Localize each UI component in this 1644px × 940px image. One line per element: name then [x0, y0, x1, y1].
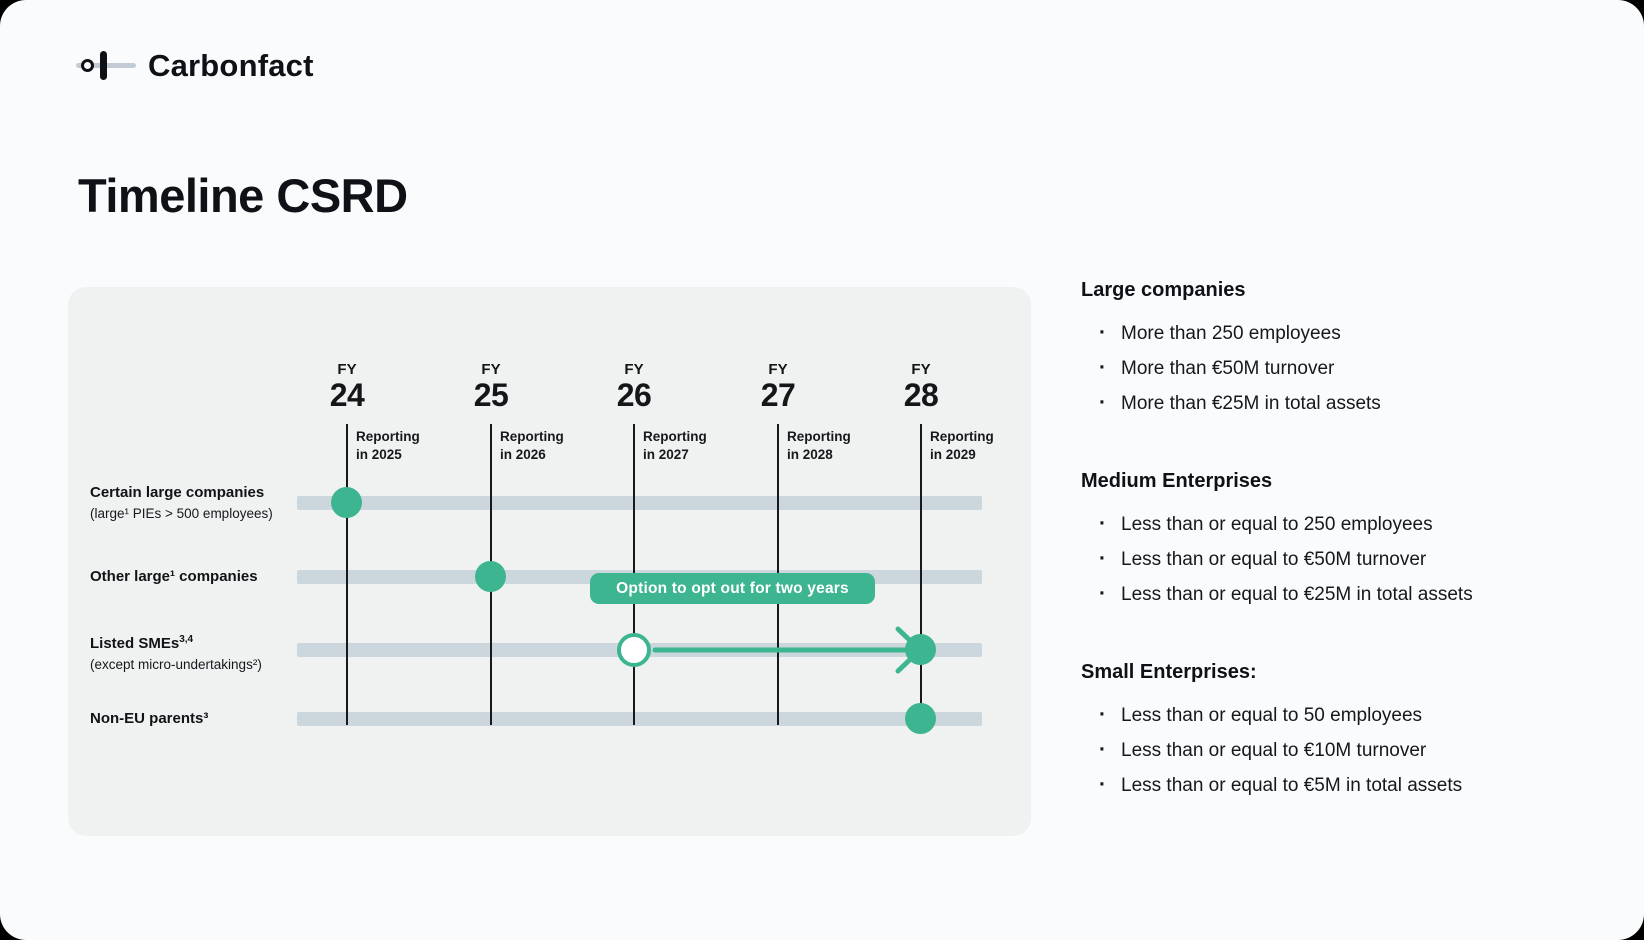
fy-label: FY: [768, 361, 788, 378]
row-track-non-eu: [297, 712, 982, 726]
row-label-title: Non-EU parents³: [90, 710, 209, 727]
carbonfact-logo-icon: [75, 50, 137, 82]
list-item: · Less than or equal to 250 employees: [1081, 507, 1581, 542]
section-large-companies: Large companies · More than 250 employees…: [1081, 276, 1581, 421]
list-item: · More than 250 employees: [1081, 316, 1581, 351]
list-item-text: Less than or equal to €10M turnover: [1121, 740, 1427, 761]
logo-bar: [100, 51, 107, 80]
reporting-caption: Reporting in 2029: [930, 428, 994, 464]
list-item-text: More than €50M turnover: [1121, 358, 1335, 379]
bullet-icon: ·: [1099, 321, 1106, 344]
criteria-list: · Less than or equal to 250 employees · Le…: [1081, 507, 1581, 612]
fy24-axis-line: [346, 424, 348, 725]
section-heading: Small Enterprises:: [1081, 661, 1257, 683]
row-label-listed-smes: Listed SMEs3,4 (except micro-undertaking…: [90, 629, 262, 675]
bullet-icon: ·: [1099, 703, 1106, 726]
list-item: · More than €50M turnover: [1081, 351, 1581, 386]
row-label-title: Other large¹ companies: [90, 568, 258, 585]
list-item-text: More than €25M in total assets: [1121, 393, 1381, 414]
criteria-column: Large companies · More than 250 employees…: [1081, 276, 1581, 849]
section-small-enterprises: Small Enterprises: · Less than or equal t…: [1081, 658, 1581, 803]
section-heading: Medium Enterprises: [1081, 470, 1273, 492]
bullet-icon: ·: [1099, 512, 1106, 535]
fy-label: FY: [481, 361, 501, 378]
row-label-title: Certain large companies: [90, 484, 265, 501]
bullet-icon: ·: [1099, 773, 1106, 796]
fy-column-header: FY 25: [441, 361, 541, 411]
row-label-non-eu: Non-EU parents³: [90, 708, 208, 730]
list-item-text: Less than or equal to €50M turnover: [1121, 549, 1427, 570]
marker-other-large-fy25: [475, 561, 506, 592]
reporting-line1: Reporting: [500, 429, 564, 444]
row-label-title: Listed SMEs3,4: [90, 629, 262, 655]
fy-column-header: FY 27: [728, 361, 828, 411]
fy-year: 28: [903, 377, 939, 413]
fy-label: FY: [337, 361, 357, 378]
list-item: · More than €25M in total assets: [1081, 386, 1581, 421]
opt-out-arrow: [652, 626, 923, 674]
row-label-other-large: Other large¹ companies: [90, 566, 258, 588]
logo-circle: [81, 59, 94, 72]
row-label-superscript: 3,4: [179, 634, 194, 645]
list-item: · Less than or equal to €25M in total ass…: [1081, 577, 1581, 612]
marker-non-eu-fy28: [905, 703, 936, 734]
row-label-certain-large: Certain large companies (large¹ PIEs > 5…: [90, 482, 273, 524]
fy-year: 25: [473, 377, 509, 413]
reporting-caption: Reporting in 2025: [356, 428, 420, 464]
fy-year: 24: [329, 377, 365, 413]
reporting-line2: in 2027: [643, 447, 689, 462]
bullet-icon: ·: [1099, 582, 1106, 605]
reporting-line2: in 2028: [787, 447, 833, 462]
bullet-icon: ·: [1099, 547, 1106, 570]
reporting-line1: Reporting: [643, 429, 707, 444]
page-title: Timeline CSRD: [78, 169, 408, 222]
fy-column-header: FY 24: [297, 361, 397, 411]
fy-column-header: FY 28: [871, 361, 971, 411]
section-medium-enterprises: Medium Enterprises · Less than or equal t…: [1081, 467, 1581, 612]
marker-listed-smes-fy26-open: [617, 633, 651, 667]
bullet-icon: ·: [1099, 391, 1106, 414]
reporting-caption: Reporting in 2026: [500, 428, 564, 464]
section-heading: Large companies: [1081, 279, 1246, 301]
opt-out-badge: Option to opt out for two years: [590, 573, 875, 604]
bullet-icon: ·: [1099, 738, 1106, 761]
fy-label: FY: [624, 361, 644, 378]
reporting-line2: in 2025: [356, 447, 402, 462]
list-item-text: Less than or equal to €25M in total asse…: [1121, 584, 1473, 605]
list-item: · Less than or equal to €5M in total asse…: [1081, 768, 1581, 803]
reporting-caption: Reporting in 2028: [787, 428, 851, 464]
row-label-subtitle: (except micro-undertakings²): [90, 657, 262, 672]
marker-certain-large-fy24: [331, 487, 362, 518]
brand-name: Carbonfact: [148, 48, 314, 83]
row-track-certain-large: [297, 496, 982, 510]
row-label-subtitle: (large¹ PIEs > 500 employees): [90, 506, 273, 521]
list-item: · Less than or equal to 50 employees: [1081, 698, 1581, 733]
reporting-line1: Reporting: [356, 429, 420, 444]
criteria-list: · Less than or equal to 50 employees · Les…: [1081, 698, 1581, 803]
reporting-line2: in 2029: [930, 447, 976, 462]
bullet-icon: ·: [1099, 356, 1106, 379]
list-item-text: Less than or equal to 50 employees: [1121, 705, 1423, 726]
list-item-text: Less than or equal to €5M in total asset…: [1121, 775, 1463, 796]
fy28-axis-line: [920, 424, 922, 725]
fy-year: 27: [760, 377, 796, 413]
criteria-list: · More than 250 employees · More than €50M…: [1081, 316, 1581, 421]
list-item-text: Less than or equal to 250 employees: [1121, 514, 1433, 535]
list-item: · Less than or equal to €50M turnover: [1081, 542, 1581, 577]
fy-column-header: FY 26: [584, 361, 684, 411]
fy-label: FY: [911, 361, 931, 378]
row-label-text: Listed SMEs: [90, 635, 180, 652]
marker-listed-smes-fy28: [905, 634, 936, 665]
reporting-line1: Reporting: [930, 429, 994, 444]
reporting-line1: Reporting: [787, 429, 851, 444]
reporting-line2: in 2026: [500, 447, 546, 462]
list-item-text: More than 250 employees: [1121, 323, 1341, 344]
timeline-panel: FY 24 FY 25 FY 26 FY 27 FY 28 Reporting …: [68, 287, 1031, 836]
list-item: · Less than or equal to €10M turnover: [1081, 733, 1581, 768]
reporting-caption: Reporting in 2027: [643, 428, 707, 464]
fy-year: 26: [616, 377, 652, 413]
